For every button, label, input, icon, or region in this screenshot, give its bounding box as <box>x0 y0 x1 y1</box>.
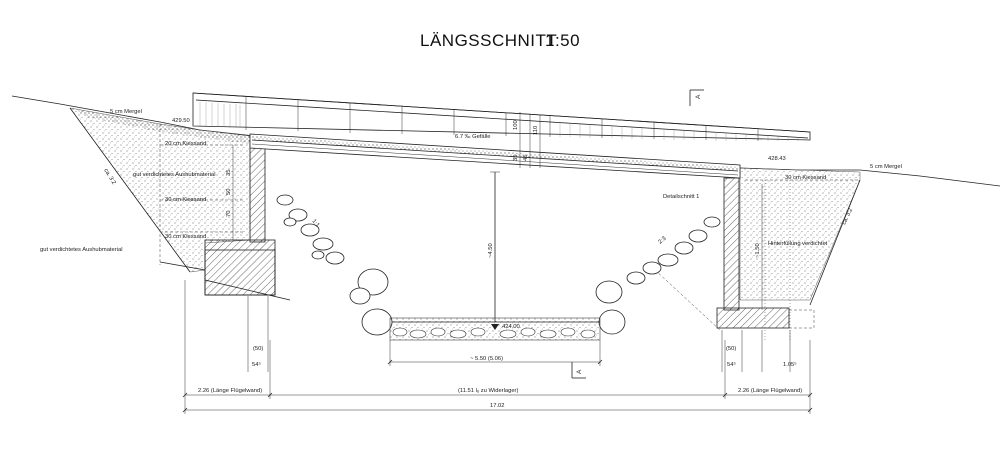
label-slope-right: 2:3 <box>657 236 667 246</box>
label-dim-54-right: 54⁵ <box>727 361 736 368</box>
riprap-right <box>595 216 721 335</box>
label-wing-left: 2.26 (Länge Flügelwand) <box>198 388 262 394</box>
label-dim-50-right: (50) <box>726 346 736 352</box>
label-detailschnitt: Detailschnitt 1 <box>663 194 699 200</box>
bridge-deck <box>192 92 811 179</box>
label-aushub-lower: gut verdichtetes Aushubmaterial <box>40 247 123 253</box>
label-span-abutments: (11.51 lᵤ zu Widerlager) <box>458 388 518 394</box>
label-height-right: ~1.50 <box>755 243 761 258</box>
label-deck-100: 100 <box>513 120 519 130</box>
label-elev-right: 428.43 <box>768 156 786 162</box>
label-kiessand-low: 30 cm Kiessand <box>165 234 206 240</box>
dimension-lines <box>182 112 813 414</box>
label-kiessand-right: 30 cm Kiessand <box>785 175 826 181</box>
label-height-center: ~4.50 <box>488 243 494 258</box>
riprap-left <box>276 194 393 336</box>
label-mergel-right: 5 cm Mergel <box>870 164 902 170</box>
label-dim-105: 1.05⁵ <box>783 361 797 368</box>
section-marker-bottom: A <box>571 362 586 379</box>
left-embankment <box>11 95 291 301</box>
label-deck-35: 35 <box>513 155 519 161</box>
label-mergel-left: 5 cm Mergel <box>110 109 142 115</box>
label-dim-50: 50 <box>226 189 232 195</box>
section-marker-top: A <box>689 89 704 106</box>
label-wing-right: 2.26 (Länge Flügelwand) <box>738 388 802 394</box>
river-bed <box>389 317 601 341</box>
label-deck-45: 45 <box>523 155 529 161</box>
label-riverbed: 424.00 <box>502 324 520 330</box>
svg-text:A: A <box>576 369 583 374</box>
svg-text:A: A <box>695 94 702 99</box>
label-dim-54-left: 54⁵ <box>252 361 261 368</box>
label-kiessand-mid: 30 cm Kiessand <box>165 197 206 203</box>
label-aushub-upper: gut verdichtetes Aushubmaterial <box>133 172 216 178</box>
label-elev-left: 429.50 <box>172 118 190 124</box>
label-dim-70: 70 <box>226 211 232 217</box>
label-deck-110: 110 <box>533 126 539 135</box>
annotations: 5 cm Mergel 5 cm Mergel 429.50 428.43 20… <box>40 109 902 409</box>
label-slope-ca-left: ca. 3:2 <box>102 168 116 186</box>
right-abutment <box>716 177 815 329</box>
label-kiessand-top: 20 cm Kiessand <box>165 141 206 147</box>
label-dim-50-left: (50) <box>253 346 263 352</box>
label-dim-35: 35 <box>226 170 232 176</box>
label-gefaelle: 6.7 ‰ Gefälle <box>455 134 490 140</box>
label-hinterfuellung: Hinterfüllung verdichtet <box>768 241 828 247</box>
drawing-title: LÄNGSSCHNITT <box>420 31 557 50</box>
right-embankment <box>654 167 1000 340</box>
label-span-channel: ~ 5.50 (5.06) <box>470 356 503 362</box>
label-total: 17.02 <box>490 403 505 409</box>
label-slope-left: 1:1 <box>310 218 320 228</box>
drawing-scale: 1:50 <box>545 31 580 50</box>
